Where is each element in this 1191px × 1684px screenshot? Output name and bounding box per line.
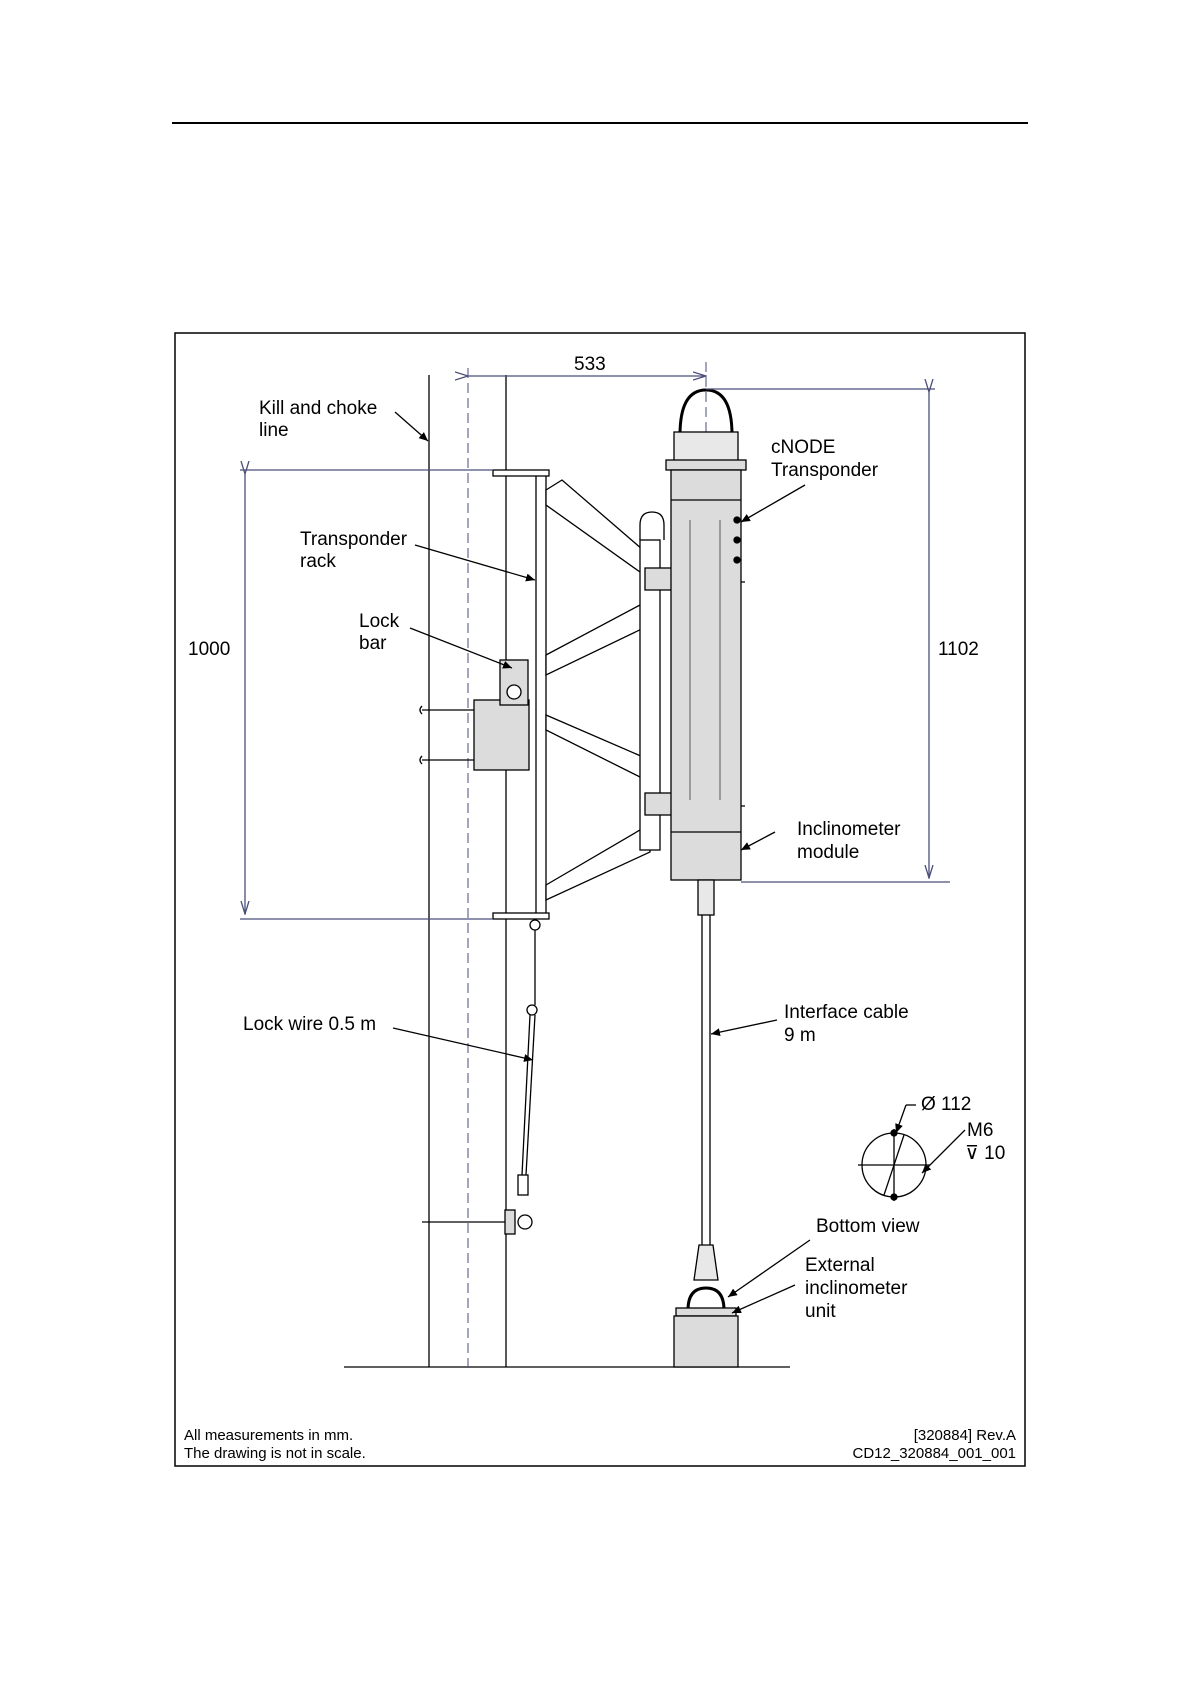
label-interface-cable-2: 9 m [784,1025,816,1046]
cnode-transponder [666,390,746,915]
footer-ref-2: CD12_320884_001_001 [853,1445,1016,1462]
kill-choke-pipe [429,368,506,1367]
label-kill-choke-line-1: Kill and choke [259,398,377,419]
label-cnode-2: Transponder [771,460,879,481]
bottom-view-circle [858,1129,930,1201]
lock-wire [422,920,540,1234]
label-transponder-rack-1: Transponder [300,529,408,550]
label-bottom-view: Bottom view [816,1216,920,1237]
label-lock-bar-1: Lock [359,611,400,632]
label-inclinometer-2: module [797,842,859,863]
footer-ref-1: [320884] Rev.A [914,1427,1016,1444]
footer-note-1: All measurements in mm. [184,1427,353,1444]
label-cnode-1: cNODE [771,437,835,458]
external-inclinometer-unit [674,1288,738,1367]
label-transponder-rack-2: rack [300,551,336,572]
lock-bar-clamp [420,660,529,770]
dim-thread: M6 [967,1120,993,1141]
label-external-1: External [805,1255,875,1276]
label-lock-bar-2: bar [359,633,387,654]
dim-width-533: 533 [574,354,606,375]
dim-rack-height-1000: 1000 [188,639,230,660]
dim-depth: ⊽ 10 [965,1143,1005,1164]
label-kill-choke-line-2: line [259,420,289,441]
label-interface-cable-1: Interface cable [784,1002,909,1023]
footer-note-2: The drawing is not in scale. [184,1445,366,1462]
label-external-3: unit [805,1301,836,1322]
label-external-2: inclinometer [805,1278,908,1299]
dim-diameter: Ø 112 [921,1094,971,1115]
label-inclinometer-1: Inclinometer [797,819,901,840]
label-lock-wire: Lock wire 0.5 m [243,1014,376,1035]
dim-transponder-height-1102: 1102 [938,639,979,660]
interface-cable [694,915,718,1280]
